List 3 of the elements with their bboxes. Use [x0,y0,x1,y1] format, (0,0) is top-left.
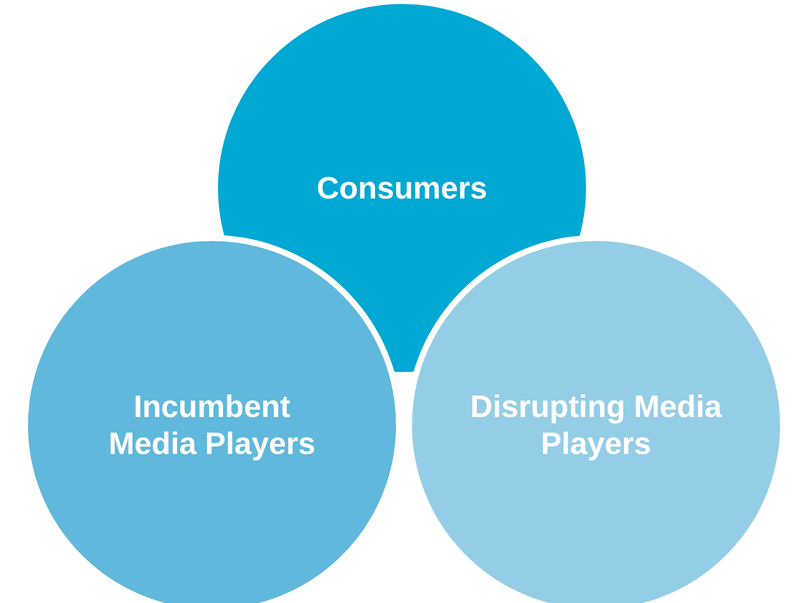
circle-label: Incumbent Media Players [108,388,316,462]
circle-label: Disrupting Media Players [469,388,723,462]
circle-label: Consumers [316,169,488,207]
